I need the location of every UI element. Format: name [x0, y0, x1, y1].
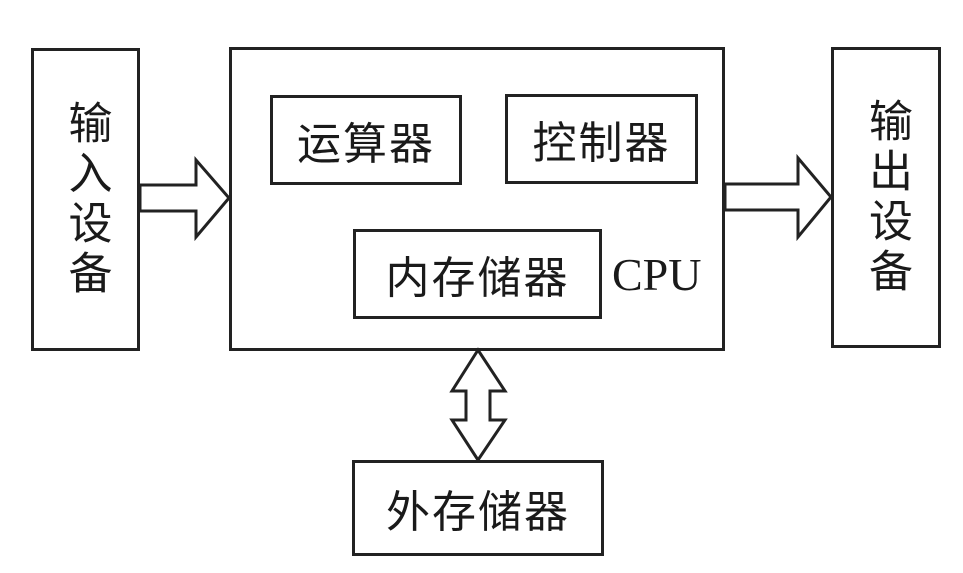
alu-box: 运算器 — [270, 95, 462, 185]
alu-label: 运算器 — [297, 119, 435, 170]
input-to-cpu-arrow — [138, 155, 231, 242]
input-device-label: 输入设备 — [60, 99, 112, 300]
internal-memory-label: 内存储器 — [385, 253, 570, 304]
output-device-label: 输出设备 — [861, 97, 912, 298]
external-memory-label: 外存储器 — [386, 487, 570, 538]
cpu-label: CPU — [612, 249, 702, 300]
controller-box: 控制器 — [505, 94, 698, 184]
controller-label: 控制器 — [532, 118, 671, 169]
cpu-to-output-arrow — [723, 153, 833, 242]
cpu-external-memory-double-arrow — [449, 347, 508, 463]
internal-memory-box: 内存储器 — [353, 229, 602, 319]
